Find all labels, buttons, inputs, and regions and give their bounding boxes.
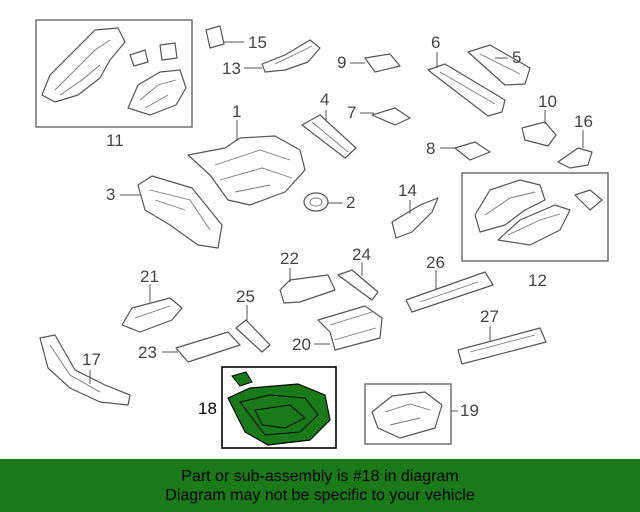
part-10[interactable] [521,110,557,147]
callout-4: 4 [320,90,329,109]
callout-6: 6 [431,33,440,52]
callout-16: 16 [574,112,593,131]
part-20[interactable] [314,305,383,351]
part-18-frame [221,366,337,449]
part-4[interactable] [301,110,357,159]
part-18-well [227,383,331,446]
part-5[interactable] [467,44,531,86]
part-24[interactable] [337,262,379,301]
part-13[interactable] [244,39,321,73]
callout-18: 18 [198,399,217,418]
part-21[interactable] [121,284,183,333]
callout-22: 22 [280,249,299,268]
callout-2: 2 [346,193,355,212]
callout-7: 7 [347,103,356,122]
part-19-group[interactable] [364,383,458,445]
part-11-frame [35,19,193,128]
part-7[interactable] [360,107,411,126]
part-2[interactable] [303,192,343,212]
callout-15: 15 [248,33,267,52]
info-banner: Part or sub-assembly is #18 in diagram D… [0,459,640,512]
callout-10: 10 [538,92,557,111]
part-22[interactable] [279,268,336,304]
part-11-panel-a [41,27,126,103]
callout-21: 21 [140,267,159,286]
callout-8: 8 [426,139,435,158]
callout-12: 12 [528,271,547,290]
part-15[interactable] [205,25,244,49]
callout-1: 1 [232,102,241,121]
part-23[interactable] [162,331,241,363]
part-8[interactable] [440,141,491,161]
part-9[interactable] [350,53,401,73]
part-25[interactable] [235,305,271,353]
banner-line-2: Diagram may not be specific to your vehi… [165,486,475,504]
callout-13: 13 [222,59,241,78]
part-17[interactable] [39,334,131,406]
callout-20: 20 [292,335,311,354]
part-19-frame [364,383,452,445]
callout-14: 14 [398,181,417,200]
part-27[interactable] [457,326,547,365]
callout-25: 25 [236,287,255,306]
callout-5: 5 [512,48,521,67]
callout-11: 11 [106,131,124,150]
callout-17: 17 [82,350,101,369]
callout-3: 3 [106,185,115,204]
callout-9: 9 [337,53,346,72]
part-18-highlighted[interactable] [221,366,337,449]
part-11-panel-b [127,69,187,116]
part-3[interactable] [120,175,223,249]
part-26[interactable] [405,270,494,313]
callout-24: 24 [352,245,371,264]
part-1[interactable] [187,120,306,206]
callout-23: 23 [138,343,157,362]
part-16[interactable] [557,130,593,169]
part-6[interactable] [427,52,506,117]
callout-26: 26 [426,253,445,272]
part-12-frame [461,172,609,262]
part-11-group[interactable] [35,19,193,128]
part-14[interactable] [391,197,439,239]
part-12-group[interactable] [461,172,609,262]
banner-line-1: Part or sub-assembly is #18 in diagram [181,467,459,485]
parts-diagram: 11 15 13 9 6 5 1 4 [35,19,609,449]
callout-27: 27 [480,307,499,326]
callout-19: 19 [460,401,479,420]
